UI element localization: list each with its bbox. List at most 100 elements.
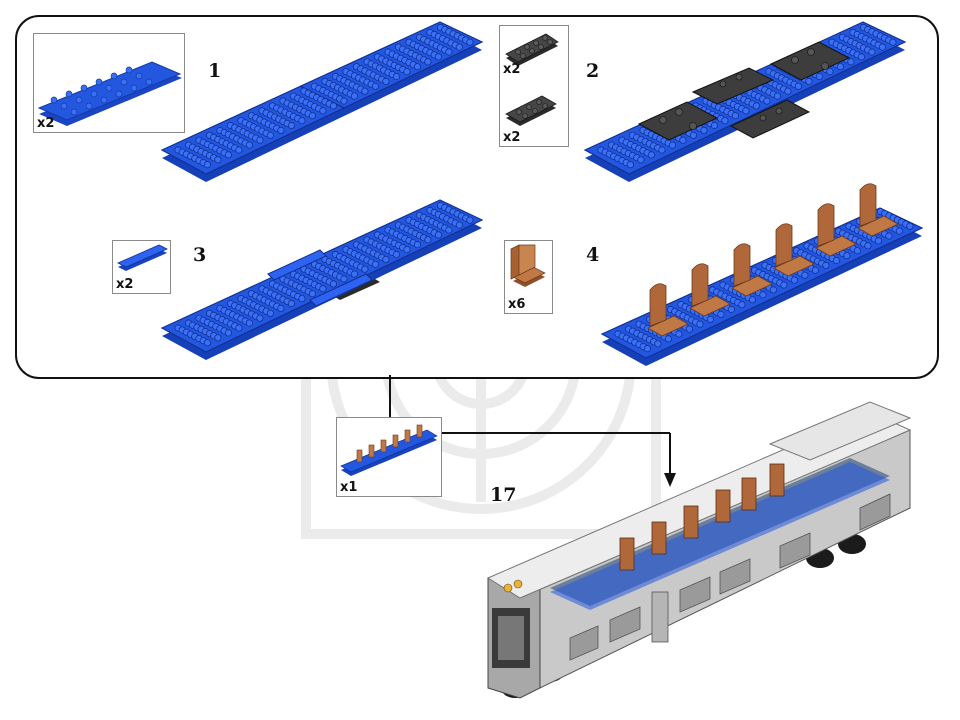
stud <box>658 146 666 154</box>
stud <box>696 320 704 328</box>
stud <box>801 271 809 279</box>
stud <box>784 87 792 95</box>
stud <box>731 112 739 120</box>
stud <box>885 232 893 240</box>
blue-plate-icon <box>37 61 182 126</box>
stud <box>329 102 337 110</box>
step-number-4: 4 <box>586 244 600 266</box>
stud <box>857 53 865 61</box>
stud <box>319 107 327 115</box>
stud <box>878 43 886 51</box>
train-car-assembly <box>486 401 912 699</box>
stud <box>805 77 813 86</box>
stud <box>224 151 233 159</box>
quantity-label: x1 <box>340 480 358 495</box>
stud <box>626 161 635 169</box>
stud <box>256 314 264 322</box>
step-number-3: 3 <box>193 244 207 266</box>
stud <box>308 290 316 298</box>
stud <box>308 112 316 120</box>
stud <box>434 53 442 61</box>
stud <box>906 222 914 230</box>
brown-seat <box>647 283 689 337</box>
seat-subassembly-icon <box>340 424 438 476</box>
stud <box>815 72 823 81</box>
stud <box>371 260 379 268</box>
stud <box>245 141 254 149</box>
stud <box>822 261 830 270</box>
step-4-assembly <box>600 183 924 366</box>
stud <box>329 280 337 288</box>
stud <box>245 319 254 327</box>
stud <box>382 77 390 86</box>
stud <box>392 72 400 81</box>
stud <box>706 315 715 323</box>
stud <box>675 330 683 338</box>
stud <box>403 245 411 254</box>
stud <box>679 136 687 144</box>
stud <box>277 304 285 313</box>
quantity-label: x6 <box>508 297 526 312</box>
stud <box>664 335 673 343</box>
quantity-label: x2 <box>37 116 55 131</box>
step-2-parts-callout: x2 x2 <box>499 25 569 147</box>
stud <box>826 67 834 76</box>
stud <box>721 117 729 125</box>
stud <box>811 266 819 274</box>
stud <box>266 309 275 317</box>
stud <box>843 252 851 260</box>
step-number-2: 2 <box>586 60 600 82</box>
stud <box>637 156 645 164</box>
stud <box>277 126 285 135</box>
stud <box>769 286 777 294</box>
stud <box>214 156 222 164</box>
step-3-parts-callout: x2 <box>112 240 171 294</box>
brown-seat <box>689 263 731 317</box>
stud <box>874 237 882 245</box>
step-4-parts-callout: x6 <box>504 240 553 314</box>
stud <box>864 242 872 250</box>
stud <box>256 136 264 144</box>
stud <box>738 301 746 309</box>
quantity-label: x2 <box>503 130 521 145</box>
stud <box>836 63 844 71</box>
stud <box>235 324 243 332</box>
stud <box>361 265 369 273</box>
stud <box>266 131 275 139</box>
brown-seat <box>731 243 773 297</box>
stud <box>455 221 463 229</box>
stud <box>895 227 903 235</box>
stud <box>350 92 358 100</box>
brown-seat-icon <box>510 244 546 287</box>
stud <box>643 345 652 353</box>
stud <box>700 126 708 135</box>
connector-arrow <box>389 375 676 487</box>
stud <box>832 256 840 265</box>
stud <box>717 310 725 318</box>
stud <box>203 161 212 169</box>
stud <box>340 97 348 105</box>
stud <box>235 146 243 154</box>
stud <box>287 299 295 308</box>
stud <box>853 247 861 255</box>
step-number-1: 1 <box>208 60 222 82</box>
stud <box>371 82 379 90</box>
stud <box>287 121 295 130</box>
stud <box>748 296 756 304</box>
stud <box>392 250 400 259</box>
step-1-assembly <box>160 21 484 182</box>
stud <box>647 151 656 159</box>
stud <box>214 334 222 342</box>
step-2-assembly <box>583 21 907 182</box>
dark-plate-2x3-icon <box>505 95 557 126</box>
stud <box>794 82 802 90</box>
stud <box>759 291 767 299</box>
stud <box>298 295 306 303</box>
stud <box>685 325 694 333</box>
stud <box>763 97 771 105</box>
dark-plate-2x4-icon <box>505 33 559 66</box>
stud <box>654 340 662 348</box>
stud <box>445 48 453 56</box>
stud <box>466 38 474 46</box>
